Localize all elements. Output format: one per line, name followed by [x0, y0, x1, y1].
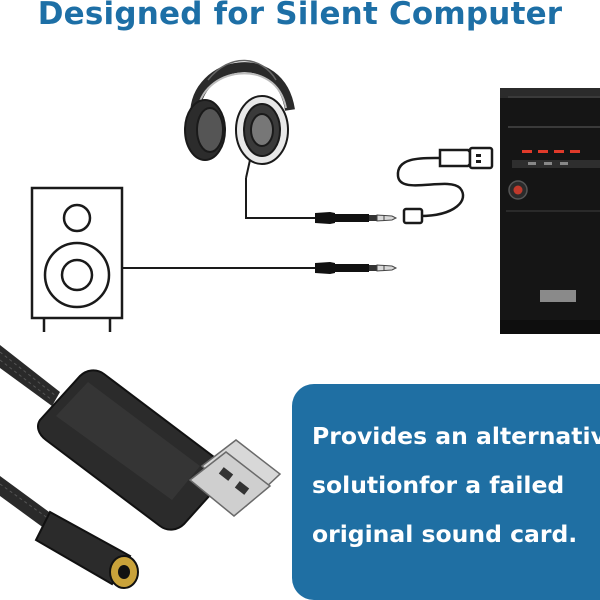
speaker-icon	[30, 186, 124, 332]
usb-cable-icon	[396, 146, 494, 225]
callout-box	[292, 384, 600, 600]
headphones-icon	[184, 59, 295, 179]
headline: Designed for Silent Computer	[37, 0, 563, 32]
usb-adapter-icon	[0, 345, 282, 589]
callout-line: original sound card.	[312, 520, 578, 548]
computer-tower-icon	[500, 88, 600, 334]
headphone-plug-icon	[315, 212, 398, 224]
callout-line: Provides an alternative	[312, 422, 600, 450]
callout-text: Provides an alternative solutionfor a fa…	[312, 412, 600, 559]
headphone-cable	[245, 178, 315, 219]
speaker-plug-icon	[315, 262, 398, 274]
callout-line: solutionfor a failed	[312, 471, 565, 499]
